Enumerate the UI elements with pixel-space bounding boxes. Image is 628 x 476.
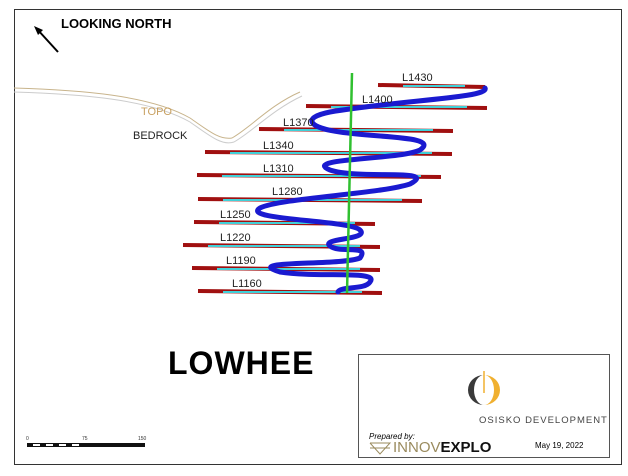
firm-name: INNOVEXPLO [393,439,491,456]
firm-name-light: INNOV [393,439,441,456]
bedrock-label: BEDROCK [133,130,188,142]
level-label: L1310 [263,163,294,175]
scale-tick: 75 [82,436,88,442]
level-label: L1400 [362,94,393,106]
view-direction-title: LOOKING NORTH [61,16,172,31]
osisko-logo-icon [468,371,500,405]
ramp [255,85,488,295]
innovexplo-logo-icon [369,442,391,455]
topo-label: TOPO [141,106,172,118]
shaft [345,72,354,294]
level-label: L1190 [226,255,256,267]
company-name: OSISKO DEVELOPMENT [479,415,608,426]
level-drift [191,266,381,272]
level-label: L1160 [232,278,262,290]
project-name: LOWHEE [168,345,315,381]
north-arrow-icon [34,26,59,53]
level-drift [197,289,383,295]
prepared-by-label: Prepared by: [369,432,415,441]
level-drift [377,83,486,89]
level-label: L1430 [402,72,433,84]
bedrock-line [13,91,303,144]
level-label: L1220 [220,232,251,244]
level-label: L1250 [220,209,251,221]
level-label: L1340 [263,140,294,152]
level-drift [305,104,488,110]
level-drift [258,127,454,133]
title-block: OSISKO DEVELOPMENT Prepared by: INNOVEXP… [358,354,610,458]
firm-name-bold: EXPLO [440,439,492,456]
date: May 19, 2022 [535,441,584,450]
level-label: L1370 [283,117,314,129]
level-drift [182,243,381,249]
map-frame [14,9,622,465]
topo-line [13,87,301,139]
scale-tick: 0 [26,436,29,442]
level-label: L1280 [272,186,303,198]
scale-bar [27,443,145,447]
scale-tick: 150 [138,436,147,442]
